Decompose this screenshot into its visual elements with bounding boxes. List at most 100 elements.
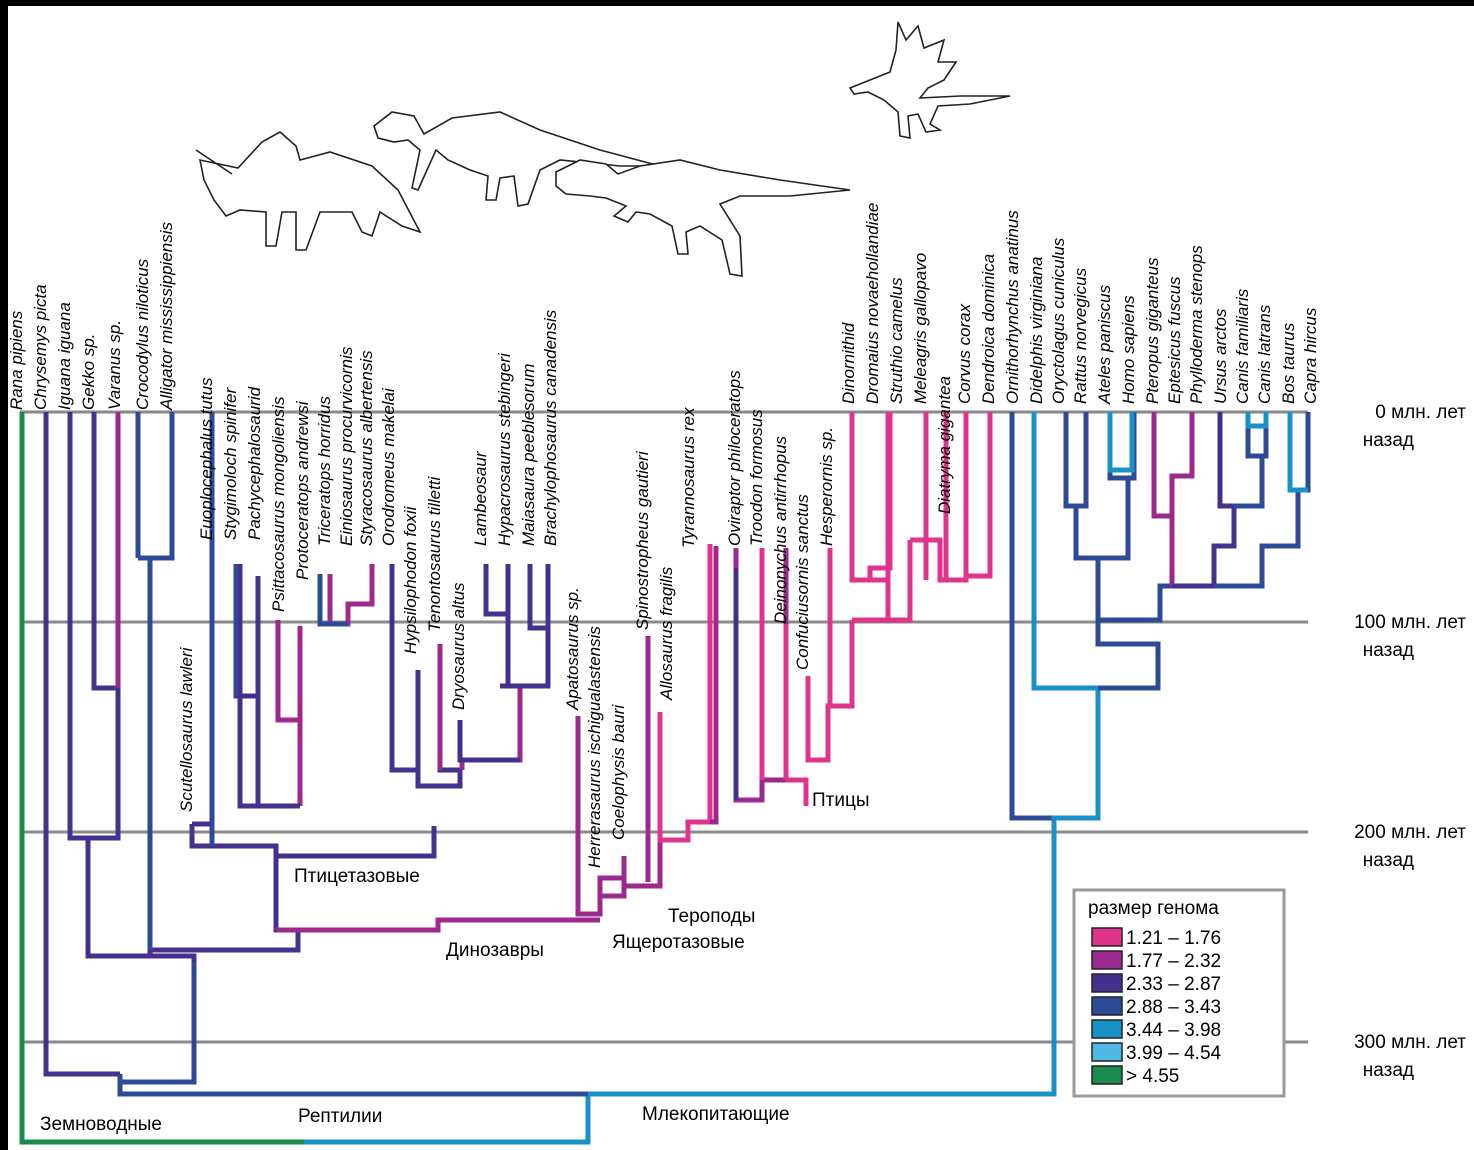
taxon-label: Brachylophosaurus canadensis [541, 309, 560, 546]
group-label-mammals: Млекопитающие [642, 1104, 790, 1125]
tree-branch [275, 620, 303, 806]
time-label-0: 0 млн. лет [1375, 402, 1466, 423]
taxon-label: Ornithorhynchus anatinus [1003, 210, 1022, 404]
tree-branch [597, 636, 663, 899]
taxon-label: Oryctolagus cuniculus [1049, 237, 1068, 404]
legend-label: 1.77 – 2.32 [1126, 951, 1221, 972]
group-label-birds: Птицы [812, 790, 870, 811]
taxon-label: Orodromeus makelai [379, 387, 398, 546]
legend-label: > 4.55 [1126, 1066, 1179, 1087]
tree-branch [147, 947, 301, 959]
group-label-theropods: Тероподы [668, 906, 755, 927]
taxon-label: Chrysemys picta [31, 284, 50, 410]
legend-swatch [1091, 1065, 1123, 1085]
time-label-2: 200 млн. лет [1354, 822, 1466, 843]
taxon-label: Rattus norvegicus [1071, 267, 1090, 404]
taxon-labels: Rana pipiens Chrysemys picta Iguana iguana… [7, 203, 1320, 868]
group-label-reptiles: Рептилии [298, 1106, 382, 1127]
legend-swatch [1091, 996, 1123, 1016]
tyrannosaur-silhouette-icon [555, 159, 851, 277]
taxon-label: Dendroica dominica [979, 254, 998, 404]
tree-branch [327, 564, 375, 627]
taxon-label: Pachycephalosaurid [245, 386, 264, 540]
taxon-label: Psittacosaurus mongoliensis [269, 396, 288, 612]
legend-swatch [1091, 927, 1123, 947]
tree-branch [67, 412, 197, 962]
taxon-label: Ateles paniscus [1095, 284, 1114, 405]
legend-swatch [1091, 973, 1123, 993]
taxon-label: Corvus corax [955, 303, 974, 404]
time-label-1: 100 млн. лет [1354, 612, 1466, 633]
group-label-dinosaurs: Динозавры [446, 940, 544, 961]
tree-branch [1172, 412, 1237, 589]
tree-branch [273, 826, 437, 948]
taxon-label: Crocodylus niloticus [133, 258, 152, 410]
time-sublabel-0: назад [1363, 430, 1414, 451]
taxon-label: Struthio camelus [887, 277, 906, 404]
tree-branch [1245, 412, 1308, 493]
taxon-label: Hypacrosaurus stebingeri [495, 352, 514, 546]
hadrosaur-silhouette-icon [373, 111, 661, 207]
taxon-label: Allosaurus fragilis [657, 566, 676, 701]
tree-branch [1214, 412, 1311, 589]
group-labels: Земноводные Рептилии Млекопитающие Динозавр… [40, 790, 870, 1135]
taxon-label: Einiosaurus procurvicornis [337, 346, 356, 546]
tree-branch [575, 716, 622, 917]
tree-branch [135, 412, 150, 561]
tree-branch [1063, 412, 1214, 691]
taxon-label: Lambeosaur [471, 450, 490, 546]
taxon-label: Protoceratops andrewsi [293, 400, 312, 580]
taxon-label: Canis latrans [1255, 304, 1274, 404]
tree-branch [885, 412, 993, 623]
taxon-label: Styracosaurus albertensis [357, 350, 376, 546]
taxon-label: Bos taurus [1279, 322, 1298, 404]
taxon-label: Spinostropheus gautieri [633, 450, 652, 630]
taxon-label: Confuciusornis sanctus [793, 494, 812, 670]
legend-title: размер генома [1088, 898, 1219, 919]
group-label-amphibians: Земноводные [40, 1114, 162, 1135]
legend-label: 1.21 – 1.76 [1126, 928, 1221, 949]
taxon-label: Apatosaurus sp. [563, 587, 582, 711]
tree-branch [317, 574, 348, 627]
taxon-label: Hesperornis sp. [817, 427, 836, 546]
taxon-label: Iguana iguana [55, 302, 74, 410]
tree-branch [759, 548, 855, 806]
time-sublabel-2: назад [1363, 850, 1414, 871]
tree-branch [117, 962, 197, 1085]
triceratops-silhouette-icon [195, 131, 422, 251]
tree-branch [91, 412, 118, 691]
taxon-label: Oviraptor philoceratops [725, 370, 744, 546]
taxon-label: Eptesicus fuscus [1165, 276, 1184, 404]
taxon-label: Troodon formosus [747, 409, 766, 546]
legend-label: 2.88 – 3.43 [1126, 997, 1221, 1018]
tree-branch [147, 412, 175, 950]
taxon-label: Hypsilophodon foxii [401, 505, 420, 654]
taxon-label: Meleagris gallopavo [911, 253, 930, 404]
time-sublabel-3: назад [1363, 1060, 1414, 1081]
taxon-label: Pteropus giganteus [1143, 257, 1162, 404]
time-label-3: 300 млн. лет [1354, 1032, 1466, 1053]
tree-branch [276, 917, 600, 933]
taxon-label: Ursus arctos [1211, 308, 1230, 404]
dinosaur-silhouettes [195, 21, 1011, 277]
tree-branch [19, 412, 304, 1145]
taxon-label: Stygimoloch spinifer [221, 387, 240, 540]
taxon-label: Tenontosaurus tilletti [425, 475, 444, 632]
group-label-saurischians: Ящеротазовые [612, 932, 745, 953]
taxon-label: Alligator mississippiensis [157, 221, 176, 411]
taxon-label: Diatryma gigantea [935, 376, 954, 514]
taxon-label: Capra hircus [1301, 307, 1320, 404]
tree-branch [1107, 412, 1135, 473]
taxon-label: Scutellosaurus lawleri [177, 646, 196, 812]
time-scale-labels: 0 млн. лет назад 100 млн. лет назад 200 млн.… [1354, 402, 1466, 1081]
tree-branch [1009, 412, 1054, 821]
group-label-ornithischians: Птицетазовые [294, 866, 420, 887]
tree-branches [19, 412, 1311, 1145]
archaeopteryx-silhouette-icon [848, 21, 1011, 139]
taxon-label: Rana pipiens [7, 310, 26, 410]
taxon-label: Homo sapiens [1119, 295, 1138, 404]
taxon-label: Herrerasaurus ischigualastensis [585, 626, 604, 868]
